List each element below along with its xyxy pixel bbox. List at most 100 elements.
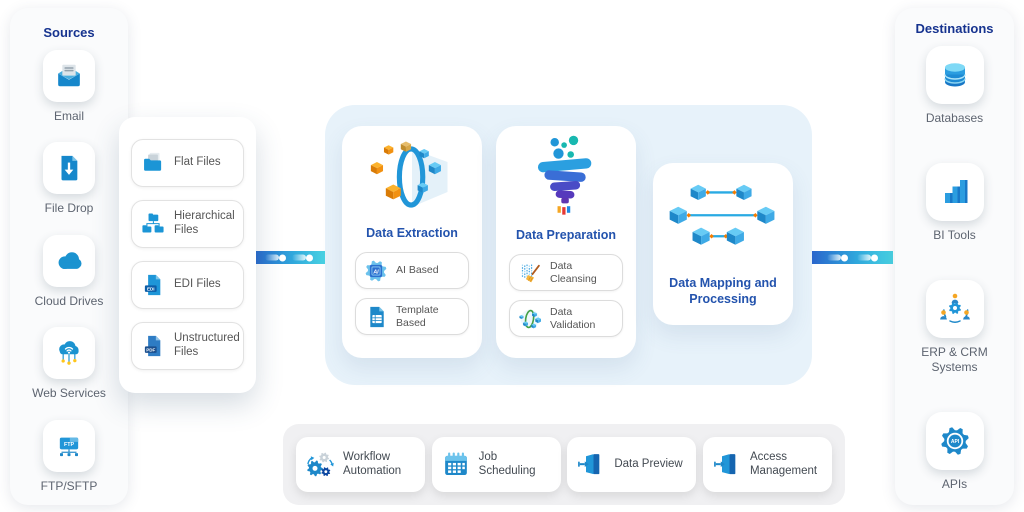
edi-files-icon: EDI: [140, 272, 166, 298]
file-type-chip-unstructured-files[interactable]: PDF Unstructured Files: [131, 322, 244, 370]
source-item-cloud-drives[interactable]: Cloud Drives: [34, 234, 104, 308]
data-cleansing-icon: [517, 260, 543, 286]
data-mapping-icon: [664, 181, 782, 261]
flow-connector-left: [253, 251, 325, 264]
option-pill-ai-based[interactable]: AI AI Based: [355, 252, 469, 290]
feature-label: Access Management: [749, 450, 818, 477]
file-type-chip-edi-files[interactable]: EDI EDI Files: [131, 261, 244, 309]
source-item-ftp-sftp[interactable]: FTP FTP/SFTP: [40, 419, 98, 493]
source-label: Cloud Drives: [34, 293, 104, 308]
option-pill-template-based[interactable]: Template Based: [355, 298, 469, 336]
ftp-icon: FTP: [54, 431, 84, 461]
chip-label: EDI Files: [174, 278, 221, 291]
stage-card-data-mapping-processing[interactable]: Data Mapping and Processing: [653, 163, 793, 325]
sources-title: Sources: [43, 25, 95, 40]
stage-card-data-preparation[interactable]: Data Preparation Data Cleansing Data Val…: [496, 126, 636, 358]
destination-label: Databases: [925, 111, 984, 125]
template-icon: [363, 304, 389, 330]
flow-dot: [278, 254, 286, 261]
source-tile[interactable]: [43, 142, 95, 195]
feature-label: Data Preview: [614, 457, 683, 470]
svg-text:FTP: FTP: [64, 441, 75, 447]
destination-label: BI Tools: [933, 228, 976, 243]
sources-panel: Sources Email File Drop Cloud Drives Web…: [10, 8, 128, 505]
source-tile[interactable]: [43, 327, 95, 380]
stage-title: Data Preparation: [515, 228, 617, 242]
file-drop-icon: [54, 153, 84, 183]
file-type-chip-hierarchical-files[interactable]: Hierarchical Files: [131, 200, 244, 248]
destinations-panel: Destinations Databases BI Tools ERP & CR…: [895, 8, 1014, 505]
features-bar: Workflow Automation Job Scheduling Data …: [283, 424, 845, 505]
destinations-title: Destinations: [915, 21, 994, 36]
feature-label: Job Scheduling: [478, 450, 536, 477]
bi-tools-icon: [937, 174, 973, 210]
email-icon: [54, 61, 84, 91]
destination-tile[interactable]: [925, 163, 984, 222]
chip-label: Hierarchical Files: [174, 210, 235, 236]
data-validation-icon: [517, 306, 543, 332]
pill-label: Data Cleansing: [550, 260, 597, 285]
destination-label: ERP & CRM Systems: [921, 345, 988, 374]
source-item-file-drop[interactable]: File Drop: [43, 142, 95, 215]
erp-crm-icon: [937, 291, 973, 327]
file-type-chip-flat-files[interactable]: Flat Files: [131, 139, 244, 187]
feature-workflow-automation[interactable]: Workflow Automation: [296, 437, 425, 492]
feature-job-scheduling[interactable]: Job Scheduling: [431, 437, 561, 492]
file-types-panel: Flat Files Hierarchical Files EDI EDI Fi…: [119, 117, 256, 393]
source-item-email[interactable]: Email: [43, 50, 95, 123]
source-tile[interactable]: [42, 234, 95, 287]
job-scheduling-icon: [441, 450, 471, 480]
cloud-icon: [54, 246, 84, 276]
source-tile[interactable]: [43, 50, 95, 102]
stage-title: Data Extraction: [366, 226, 458, 240]
destinations-items: Databases BI Tools ERP & CRM Systems API…: [895, 46, 1014, 491]
destination-item-erp-crm[interactable]: ERP & CRM Systems: [903, 280, 1007, 374]
svg-text:API: API: [950, 438, 959, 444]
sources-items: Email File Drop Cloud Drives Web Service…: [10, 50, 128, 493]
destination-tile[interactable]: [925, 46, 984, 104]
svg-text:PDF: PDF: [146, 347, 155, 352]
data-extraction-icon: [364, 134, 460, 220]
svg-text:AI: AI: [372, 269, 379, 275]
destination-item-bi-tools[interactable]: BI Tools: [925, 163, 984, 243]
workflow-automation-icon: [305, 450, 335, 480]
door-arrow-icon: [576, 450, 606, 480]
flow-dot: [871, 254, 879, 261]
api-icon: API: [937, 423, 973, 459]
destination-item-apis[interactable]: API APIs: [925, 411, 984, 491]
destination-item-databases[interactable]: Databases: [925, 46, 984, 125]
flow-dot: [305, 254, 313, 261]
flow-connector-right: [812, 251, 893, 264]
option-pill-data-cleansing[interactable]: Data Cleansing: [509, 254, 623, 292]
pill-label: Template Based: [396, 304, 439, 329]
chip-label: Flat Files: [174, 156, 221, 169]
option-pill-data-validation[interactable]: Data Validation: [509, 300, 623, 338]
stage-card-data-extraction[interactable]: Data Extraction AI AI Based Template Bas…: [342, 126, 482, 358]
source-label: FTP/SFTP: [40, 478, 98, 493]
database-icon: [937, 57, 973, 93]
pill-label: Data Validation: [550, 306, 596, 331]
destination-label: APIs: [941, 476, 968, 491]
feature-access-management[interactable]: Access Management: [702, 437, 832, 492]
feature-label: Workflow Automation: [343, 450, 402, 477]
feature-data-preview[interactable]: Data Preview: [567, 437, 697, 492]
source-label: Email: [53, 109, 84, 123]
web-services-icon: [54, 338, 84, 368]
source-label: Web Services: [32, 386, 106, 401]
data-preparation-icon: [519, 134, 613, 222]
source-item-web-services[interactable]: Web Services: [32, 327, 106, 400]
stage-title: Data Mapping and Processing: [669, 276, 777, 307]
ai-chip-icon: AI: [363, 258, 389, 284]
door-arrow-icon: [712, 450, 742, 480]
flow-dot: [841, 254, 849, 261]
source-tile[interactable]: FTP: [42, 419, 95, 472]
unstructured-files-icon: PDF: [140, 333, 166, 359]
hierarchical-files-icon: [140, 211, 166, 237]
chip-label: Unstructured Files: [174, 332, 240, 358]
destination-tile[interactable]: [925, 280, 984, 339]
pill-label: AI Based: [396, 264, 439, 277]
destination-tile[interactable]: API: [925, 411, 984, 470]
pipeline-panel: Data Extraction AI AI Based Template Bas…: [325, 105, 812, 385]
source-label: File Drop: [44, 201, 94, 216]
svg-text:EDI: EDI: [147, 286, 155, 291]
